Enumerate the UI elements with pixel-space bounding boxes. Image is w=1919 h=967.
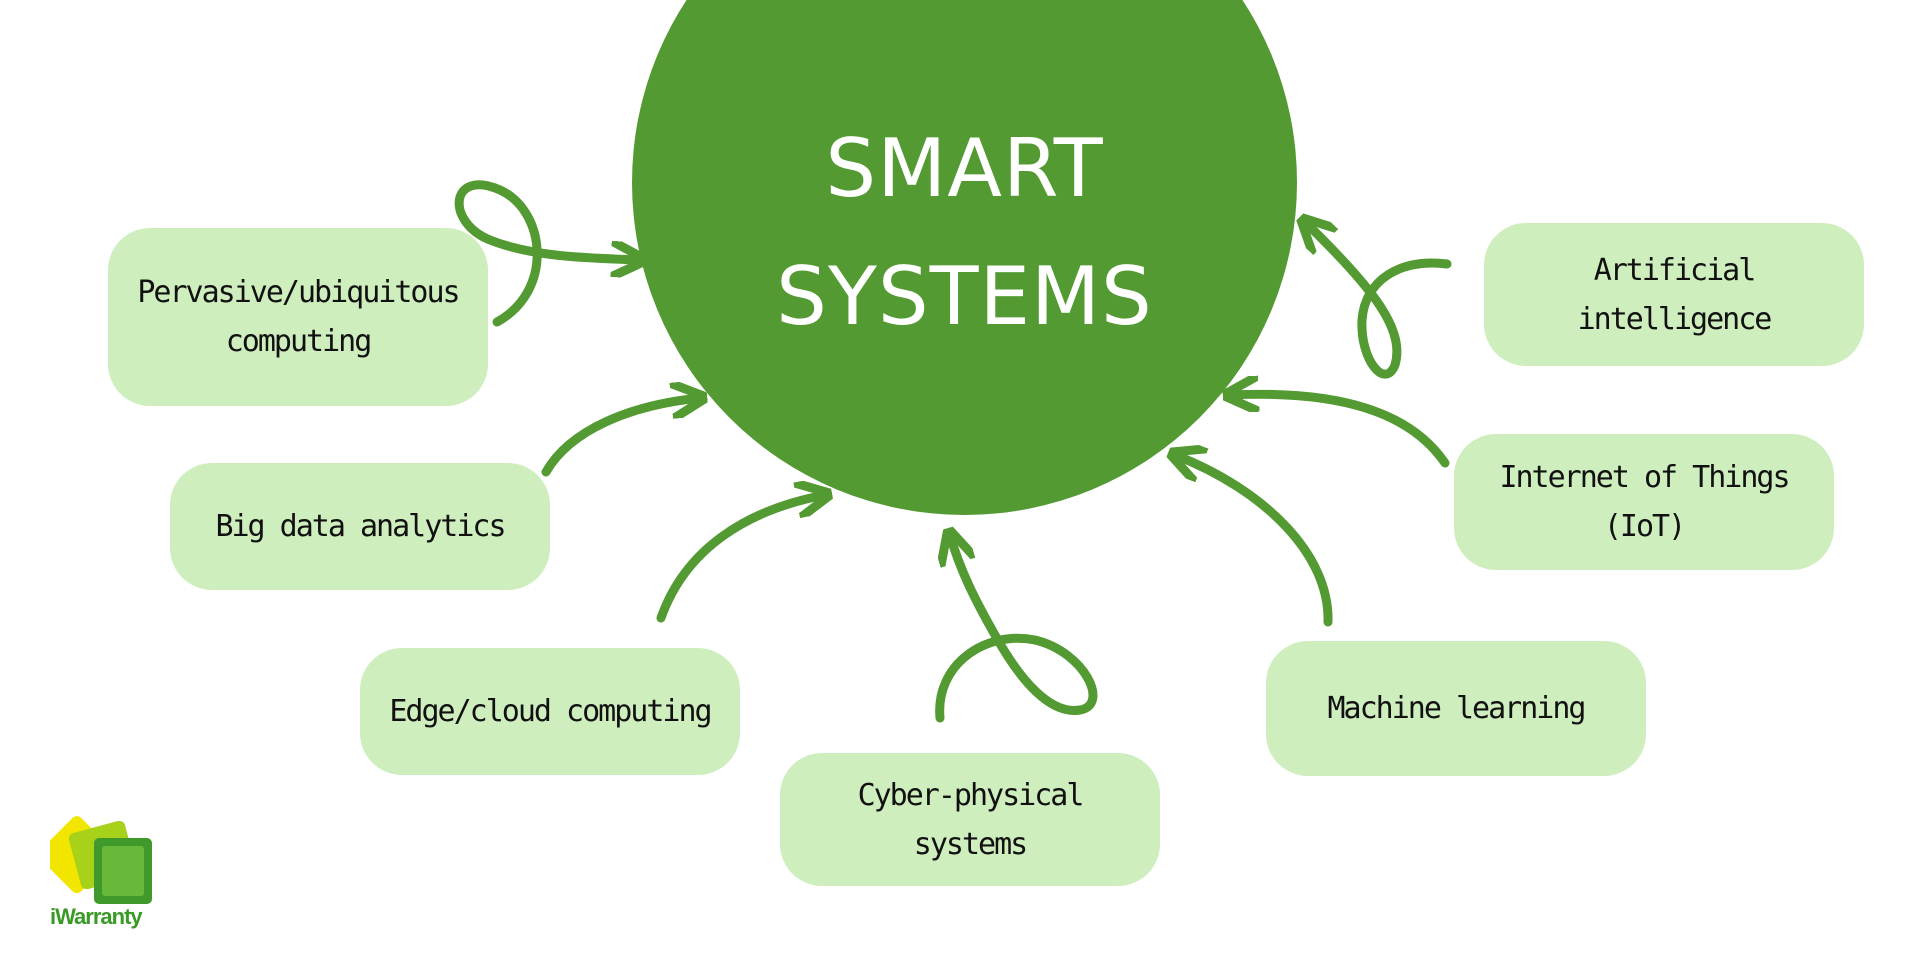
node-cyber-physical: Cyber-physical systems [780,753,1160,886]
node-cyber-physical-line1: Cyber-physical [857,777,1085,813]
node-big-data: Big data analytics [170,463,550,590]
hub-title-line2: SYSTEMS [776,250,1153,343]
arrow-iot [1230,394,1450,468]
hub-title-line1: SMART [825,122,1104,215]
arrow-ai [1305,222,1452,379]
node-pervasive-line2: computing [225,324,373,359]
logo-text: iWarranty [50,904,143,929]
node-machine-learning: Machine learning [1266,641,1646,776]
node-cyber-physical-line2: systems [913,826,1028,862]
node-ai: Artificial intelligence [1484,223,1864,366]
node-pervasive: Pervasive/ubiquitous computing [108,228,488,406]
arrow-big-data [541,398,700,477]
node-pervasive-line1: Pervasive/ubiquitous [137,275,460,310]
node-ai-line1: Artificial intelligence [1577,252,1773,337]
arrow-machine-learning [1175,455,1333,627]
node-iot: Internet of Things (IoT) [1454,434,1834,570]
hub-circle [632,0,1297,515]
arrow-pervasive [454,180,640,327]
node-big-data-line1: Big data analytics [215,509,506,544]
node-edge-cloud-line1: Edge/cloud computing [389,694,712,729]
node-iot-line1: Internet of Things (IoT) [1499,460,1790,544]
arrow-edge-cloud [656,495,825,623]
warranty-logo-icon [50,816,152,904]
node-machine-learning-line1: Machine learning [1327,691,1587,726]
hub-title: SMART SYSTEMS [632,105,1297,361]
arrow-cyber-physical [935,535,1098,723]
node-edge-cloud: Edge/cloud computing [360,648,740,775]
